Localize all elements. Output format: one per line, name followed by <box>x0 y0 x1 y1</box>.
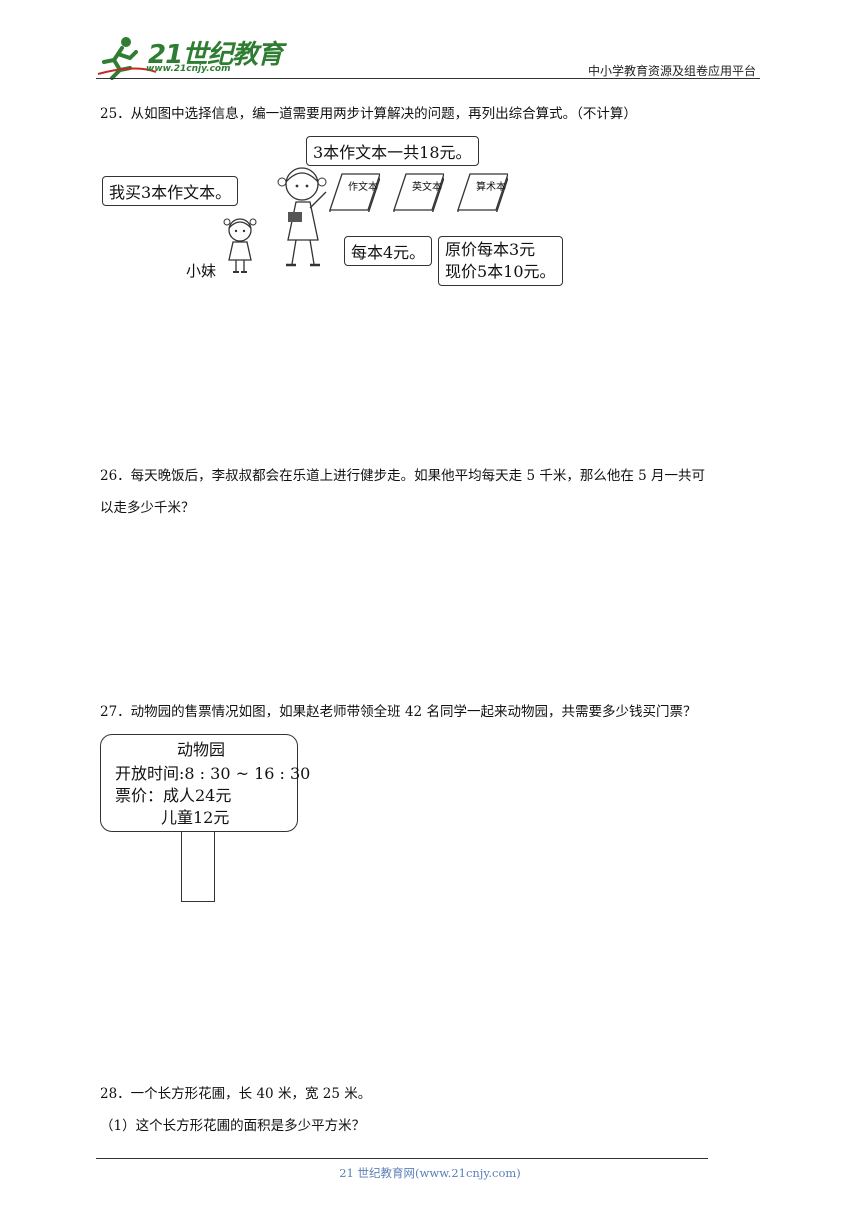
zoo-sign: 动物园 开放时间:8 : 30 ~ 16 : 30 票价：成人24元 儿童12元 <box>100 734 310 832</box>
price-box-1: 每本4元。 <box>344 236 433 266</box>
price-box-2-line2: 现价5本10元。 <box>445 262 556 281</box>
sign-price-adult: 票价：成人24元 <box>115 786 232 805</box>
question-28-text: 28．一个长方形花圃，长 40 米，宽 25 米。 <box>100 1086 372 1102</box>
price-box-2-line1: 原价每本3元 <box>445 240 536 259</box>
small-girl-label: 小妹 <box>186 262 217 280</box>
sign-post <box>181 832 215 902</box>
price-box-2: 原价每本3元 现价5本10元。 <box>438 236 563 286</box>
book-icon <box>393 173 444 212</box>
logo-text: 21世纪教育 <box>148 40 283 70</box>
footer-divider <box>96 1158 708 1159</box>
book-label: 作文本 <box>348 182 378 193</box>
book-label: 英文本 <box>412 182 442 193</box>
question-27-text: 27．动物园的售票情况如图，如果赵老师带领全班 42 名同学一起来动物园，共需要… <box>100 704 697 720</box>
logo-url: www.21cnjy.com <box>146 64 231 74</box>
header-platform-text: 中小学教育资源及组卷应用平台 <box>587 64 756 78</box>
footer-text: 21 世纪教育网(www.21cnjy.com) <box>339 1166 521 1180</box>
sign-price-child: 儿童12元 <box>161 808 230 827</box>
small-girl-icon <box>223 218 257 273</box>
sign-title: 动物园 <box>177 740 226 759</box>
sign-hours: 开放时间:8 : 30 ~ 16 : 30 <box>115 764 311 783</box>
header-divider <box>96 78 760 79</box>
runner-logo-icon <box>97 37 157 80</box>
book-icon <box>329 173 380 212</box>
book-label: 算术本 <box>476 182 506 193</box>
book-icon <box>457 173 508 212</box>
tall-girl-icon <box>277 167 327 267</box>
question-26-line2: 以走多少千米？ <box>100 500 195 516</box>
speech-bubble-small-girl: 我买3本作文本。 <box>102 176 239 206</box>
question-25-text: 25．从如图中选择信息，编一道需要用两步计算解决的问题，再列出综合算式。（不计算… <box>100 106 637 122</box>
speech-bubble-tall-girl: 3本作文本一共18元。 <box>306 136 479 166</box>
question-28-sub1: （1）这个长方形花圃的面积是多少平方米？ <box>100 1118 366 1134</box>
question-26-line1: 26．每天晚饭后，李叔叔都会在乐道上进行健步走。如果他平均每天走 5 千米，那么… <box>100 468 706 484</box>
